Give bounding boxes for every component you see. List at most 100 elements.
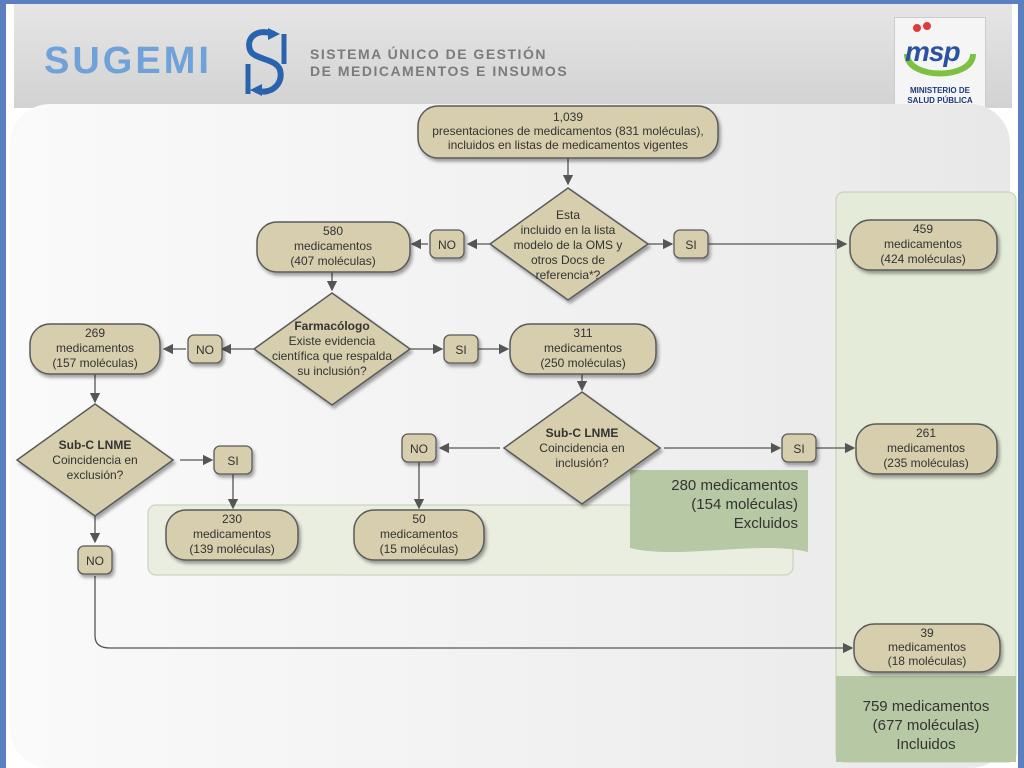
node-text: 230 — [222, 512, 242, 526]
svg-text:(235 moléculas): (235 moléculas) — [883, 456, 968, 470]
label-si: SI — [443, 334, 479, 364]
node-text: 1,039 — [553, 110, 583, 124]
msp-line1: MINISTERIO DE — [909, 86, 970, 95]
label-text: SI — [793, 442, 804, 456]
svg-text:(139 moléculas): (139 moléculas) — [189, 542, 274, 556]
svg-text:(157 moléculas): (157 moléculas) — [52, 356, 137, 370]
node-text: medicamentos — [294, 239, 372, 253]
sugemi-logo-text: SUGEMI — [44, 40, 212, 82]
msp-logo-word: msp — [905, 36, 961, 67]
node-459: 459 medicamentos (424 moléculas) — [849, 219, 998, 271]
decision-exclusion: Sub-C LNME Coincidencia en exclusión? — [15, 403, 175, 517]
svg-text:incluido en la lista: incluido en la lista — [521, 223, 616, 237]
node-230: 230 medicamentos (139 moléculas) — [165, 509, 299, 561]
svg-text:459: 459 — [913, 222, 933, 236]
svg-text:medicamentos: medicamentos — [56, 341, 134, 355]
svg-text:Coincidencia en: Coincidencia en — [539, 441, 624, 455]
label-no: NO — [187, 334, 223, 364]
svg-text:incluidos en listas de medicam: incluidos en listas de medicamentos vige… — [448, 138, 688, 152]
summary-line: (154 moléculas) — [691, 496, 798, 513]
node-text: referencia*? — [536, 268, 601, 282]
node-text: (424 moléculas) — [880, 252, 965, 266]
connectors — [89, 158, 856, 654]
svg-text:modelo de la OMS y: modelo de la OMS y — [514, 238, 623, 252]
node-text: (157 moléculas) — [52, 356, 137, 370]
included-label-panel — [836, 676, 1016, 762]
label-si: SI — [213, 445, 253, 475]
label-text: NO — [410, 442, 428, 456]
svg-text:medicamentos: medicamentos — [884, 237, 962, 251]
node-580: 580 medicamentos (407 moléculas) — [256, 221, 411, 273]
svg-text:230: 230 — [222, 512, 242, 526]
label-no: NO — [77, 545, 113, 575]
node-text: (250 moléculas) — [540, 356, 625, 370]
node-text: medicamentos — [888, 640, 966, 654]
svg-text:su inclusión?: su inclusión? — [297, 364, 367, 378]
svg-text:presentaciones de medicamentos: presentaciones de medicamentos (831 molé… — [432, 124, 703, 138]
node-text: 459 — [913, 222, 933, 236]
header-banner: SUGEMI SISTEMA ÚNICO DE GESTIÓN DE MEDIC… — [14, 4, 1012, 115]
svg-text:otros Docs de: otros Docs de — [531, 253, 605, 267]
system-title-line2: DE MEDICAMENTOS E INSUMOS — [310, 63, 569, 79]
node-text: exclusión? — [67, 468, 124, 482]
node-text: medicamentos — [193, 527, 271, 541]
svg-text:(18 moléculas): (18 moléculas) — [888, 654, 967, 668]
svg-text:1,039: 1,039 — [553, 110, 583, 124]
node-text: científica que respalda — [272, 349, 392, 363]
summary-line: (677 moléculas) — [873, 717, 980, 734]
svg-text:(407 moléculas): (407 moléculas) — [290, 254, 375, 268]
node-text: Coincidencia en — [539, 441, 624, 455]
node-text: 311 — [573, 326, 592, 340]
node-text: medicamentos — [544, 341, 622, 355]
label-text: NO — [438, 238, 456, 252]
node-text: su inclusión? — [297, 364, 367, 378]
svg-text:medicamentos: medicamentos — [887, 441, 965, 455]
node-text: incluido en la lista — [521, 223, 616, 237]
svg-text:Sub-C LNME: Sub-C LNME — [59, 438, 132, 452]
node-text: presentaciones de medicamentos (831 molé… — [432, 124, 703, 138]
node-text: medicamentos — [380, 527, 458, 541]
node-text: medicamentos — [887, 441, 965, 455]
svg-text:Esta: Esta — [556, 208, 580, 222]
node-text: medicamentos — [884, 237, 962, 251]
node-text: 269 — [85, 326, 105, 340]
label-si: SI — [673, 229, 709, 259]
connector — [94, 576, 854, 654]
svg-text:311: 311 — [573, 326, 592, 340]
svg-text:medicamentos: medicamentos — [888, 640, 966, 654]
svg-text:exclusión?: exclusión? — [67, 468, 124, 482]
svg-text:Farmacólogo: Farmacólogo — [294, 319, 369, 333]
node-text: Coincidencia en — [52, 453, 137, 467]
node-text: medicamentos — [56, 341, 134, 355]
label-text: NO — [196, 343, 214, 357]
included-summary: 759 medicamentos (677 moléculas) Incluid… — [863, 698, 990, 753]
system-title: SISTEMA ÚNICO DE GESTIÓN DE MEDICAMENTOS… — [310, 46, 568, 80]
node-text: 580 — [323, 224, 343, 238]
label-text: NO — [86, 554, 104, 568]
msp-ministry-name: MINISTERIO DE SALUD PÚBLICA — [897, 86, 983, 106]
svg-text:inclusión?: inclusión? — [555, 456, 609, 470]
decision-pharmacologist: Farmacólogo Existe evidencia científica … — [252, 292, 412, 406]
msp-logo-badge: msp MINISTERIO DE SALUD PÚBLICA — [894, 17, 986, 115]
node-261: 261 medicamentos (235 moléculas) — [855, 423, 998, 475]
decision-who-list: Esta incluido en la lista modelo de la O… — [488, 187, 650, 301]
svg-text:269: 269 — [85, 326, 105, 340]
label-text: SI — [455, 343, 466, 357]
node-text: Sub-C LNME — [546, 426, 619, 440]
summary-line: Incluidos — [896, 736, 955, 753]
label-si: SI — [781, 433, 817, 463]
node-text: 50 — [412, 512, 426, 526]
label-no: NO — [401, 433, 437, 463]
node-text: (139 moléculas) — [189, 542, 274, 556]
node-50: 50 medicamentos (15 moléculas) — [353, 509, 485, 561]
node-text: (235 moléculas) — [883, 456, 968, 470]
decision-inclusion: Sub-C LNME Coincidencia en inclusión? — [502, 391, 662, 505]
svg-text:Sub-C LNME: Sub-C LNME — [546, 426, 619, 440]
node-text: 39 — [920, 626, 934, 640]
node-311: 311 medicamentos (250 moléculas) — [509, 323, 657, 375]
summary-line: 759 medicamentos — [863, 698, 990, 715]
svg-text:medicamentos: medicamentos — [544, 341, 622, 355]
svg-text:Existe evidencia: Existe evidencia — [289, 334, 376, 348]
node-text: Esta — [556, 208, 580, 222]
